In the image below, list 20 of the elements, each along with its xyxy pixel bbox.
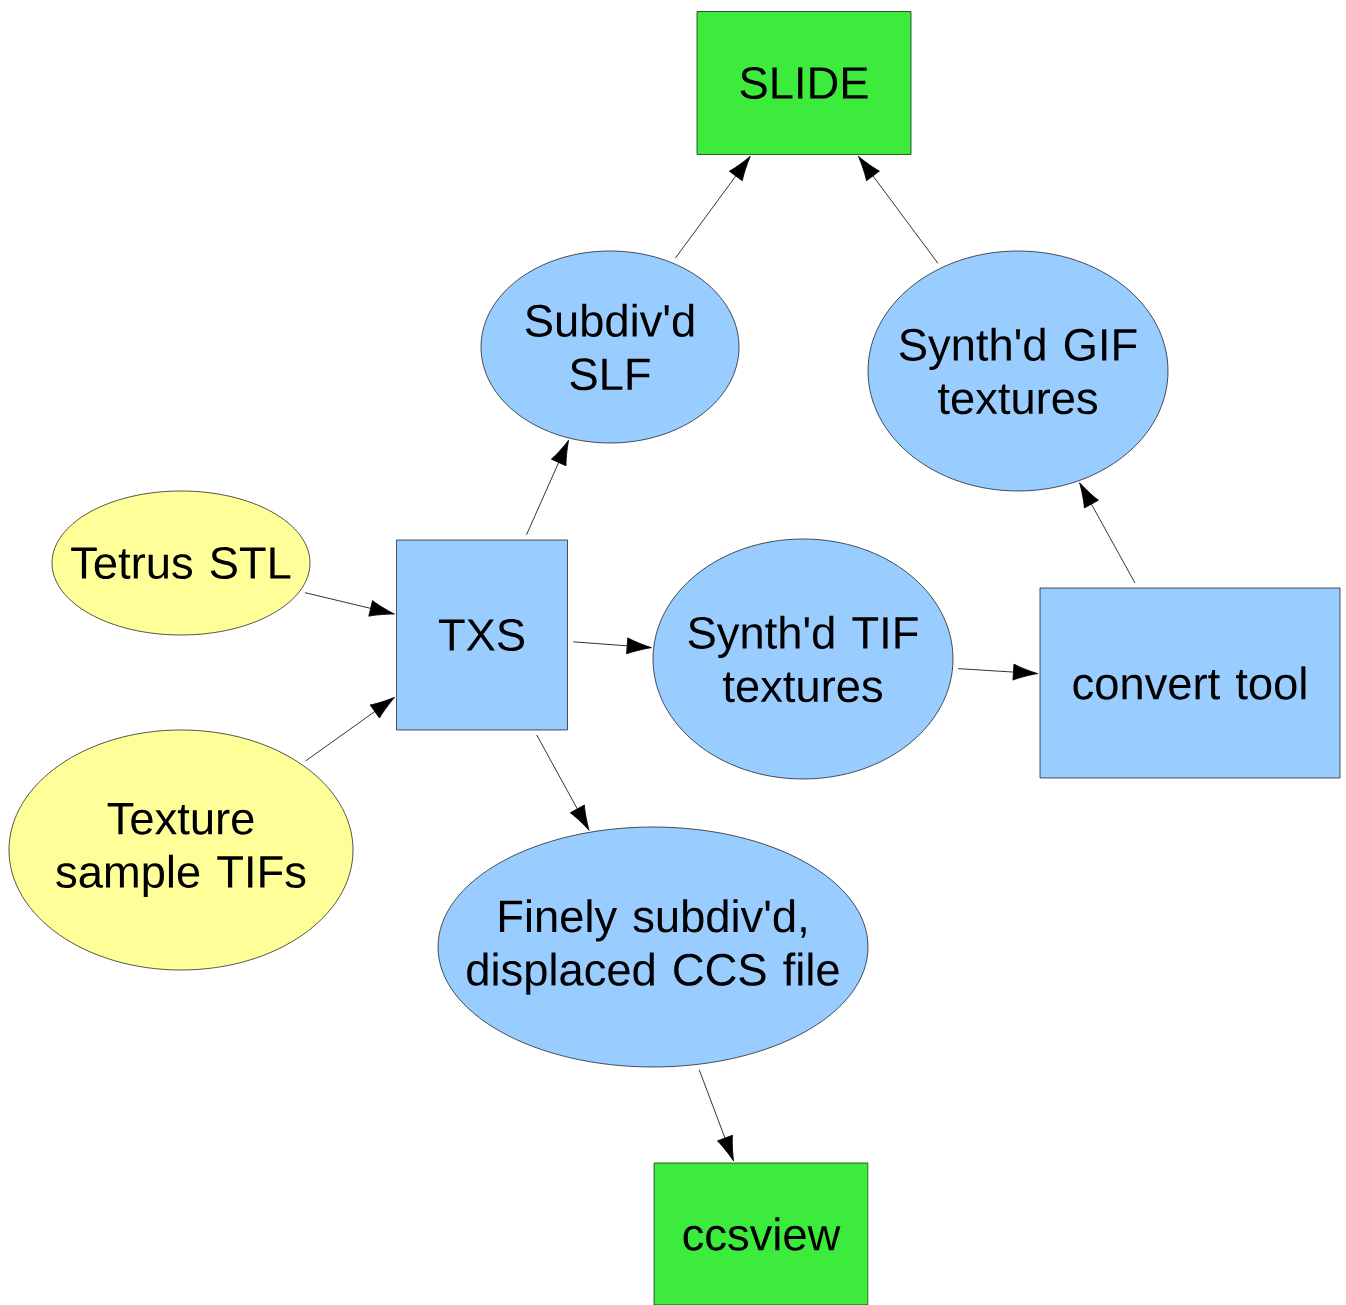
ellipse-node: Texture sample TIFs [8,729,354,971]
arrow [698,1069,734,1162]
process-box: ccsview [653,1162,869,1305]
arrow [526,439,569,536]
process-box: TXS [396,539,568,731]
arrow [1079,482,1136,584]
arrow [305,696,396,762]
ellipse-node: Finely subdiv'd, displaced CCS file [437,826,869,1068]
arrow [674,155,751,259]
ellipse-node: Subdiv'd SLF [480,250,740,444]
arrow [572,637,652,655]
ellipse-node: Synth'd TIF textures [652,538,954,780]
ellipse-node: Synth'd GIF textures [867,250,1169,492]
arrow [858,155,939,264]
process-box: SLIDE [696,11,912,155]
arrow [304,592,395,617]
process-box: convert tool [1039,587,1341,779]
ellipse-node: Tetrus STL [51,490,311,636]
arrow [957,663,1039,681]
arrow [536,734,590,831]
